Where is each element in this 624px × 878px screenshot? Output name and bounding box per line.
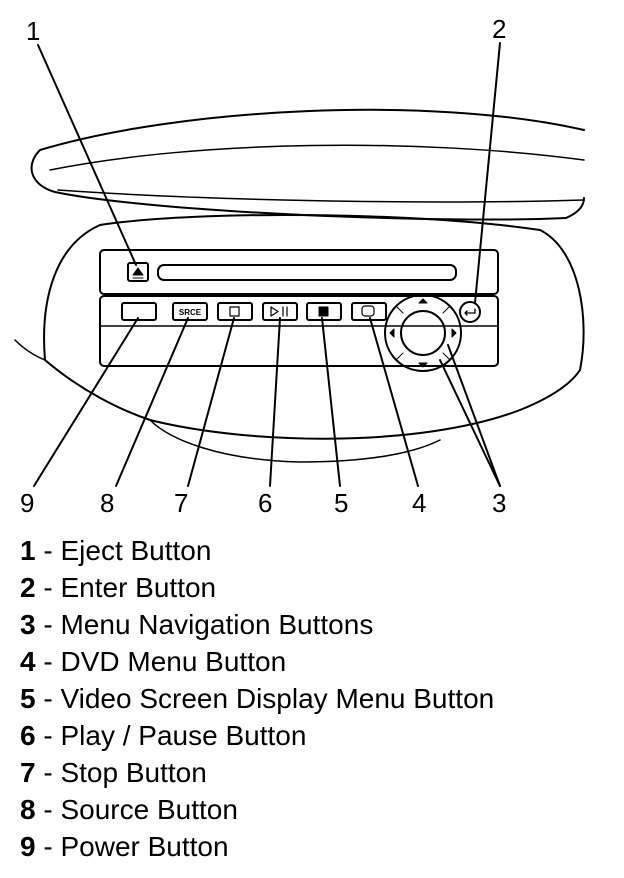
legend-number: 9 bbox=[20, 831, 36, 862]
nav-pad-center[interactable] bbox=[400, 310, 446, 356]
console-outer-shell bbox=[30, 108, 585, 221]
legend-item: 6 - Play / Pause Button bbox=[20, 717, 610, 754]
callout-3: 3 bbox=[492, 488, 506, 518]
legend-item: 7 - Stop Button bbox=[20, 754, 610, 791]
callout-9: 9 bbox=[20, 488, 34, 518]
legend-number: 1 bbox=[20, 535, 36, 566]
display-menu-icon bbox=[318, 306, 329, 317]
leader-lines bbox=[33, 42, 501, 487]
callout-2: 2 bbox=[492, 14, 506, 44]
source-button[interactable] bbox=[172, 302, 208, 321]
unit-front-lip bbox=[149, 419, 441, 463]
legend-number: 4 bbox=[20, 646, 36, 677]
legend-number: 2 bbox=[20, 572, 36, 603]
legend-number: 5 bbox=[20, 683, 36, 714]
legend-item: 3 - Menu Navigation Buttons bbox=[20, 606, 610, 643]
dvd-menu-icon bbox=[361, 305, 375, 317]
nav-pad-seam bbox=[442, 352, 450, 360]
control-panel bbox=[99, 295, 499, 367]
callout-6: 6 bbox=[258, 488, 272, 518]
legend-text: Menu Navigation Buttons bbox=[60, 609, 374, 640]
legend-separator: - bbox=[35, 831, 61, 862]
legend-separator: - bbox=[35, 757, 61, 788]
legend-separator: - bbox=[35, 794, 61, 825]
callout-1: 1 bbox=[26, 16, 40, 46]
legend-number: 8 bbox=[20, 794, 36, 825]
legend-text: Video Screen Display Menu Button bbox=[60, 683, 495, 714]
nav-pad-seam bbox=[442, 306, 450, 314]
legend-number: 3 bbox=[20, 609, 36, 640]
legend-item: 9 - Power Button bbox=[20, 828, 610, 865]
play-pause-icon bbox=[270, 306, 288, 317]
legend-text: DVD Menu Button bbox=[60, 646, 287, 677]
legend-item: 5 - Video Screen Display Menu Button bbox=[20, 680, 610, 717]
nav-pad-seam bbox=[396, 306, 404, 314]
legend-item: 8 - Source Button bbox=[20, 791, 610, 828]
nav-pad-seam bbox=[396, 352, 404, 360]
console-lower-rim bbox=[57, 189, 585, 203]
dvd-menu-button[interactable] bbox=[351, 302, 387, 321]
source-button-label: SRCE bbox=[179, 308, 202, 317]
legend-list: 1 - Eject Button 2 - Enter Button 3 - Me… bbox=[20, 532, 610, 865]
enter-button[interactable] bbox=[459, 301, 481, 323]
legend-text: Eject Button bbox=[60, 535, 212, 566]
legend-separator: - bbox=[35, 720, 61, 751]
stop-icon bbox=[229, 306, 240, 317]
legend-text: Source Button bbox=[60, 794, 238, 825]
disc-slot bbox=[157, 264, 457, 281]
nav-left-icon[interactable] bbox=[389, 328, 395, 338]
legend-separator: - bbox=[35, 535, 61, 566]
legend-text: Stop Button bbox=[60, 757, 207, 788]
legend-item: 2 - Enter Button bbox=[20, 569, 610, 606]
upper-panel bbox=[99, 249, 499, 295]
enter-icon bbox=[464, 308, 476, 316]
dvd-console-diagram: SRCE 1 2 9 8 7 6 5 4 3 bbox=[14, 14, 585, 518]
nav-right-icon[interactable] bbox=[451, 328, 457, 338]
legend-separator: - bbox=[35, 683, 61, 714]
unit-bezel-bottom bbox=[44, 359, 581, 440]
legend-separator: - bbox=[35, 646, 61, 677]
eject-icon bbox=[132, 267, 144, 279]
legend-text: Enter Button bbox=[60, 572, 217, 603]
legend-item: 1 - Eject Button bbox=[20, 532, 610, 569]
power-button[interactable] bbox=[121, 302, 157, 321]
legend-number: 7 bbox=[20, 757, 36, 788]
callout-5: 5 bbox=[334, 488, 348, 518]
legend-text: Power Button bbox=[60, 831, 229, 862]
legend-number: 6 bbox=[20, 720, 36, 751]
nav-pad-ring[interactable] bbox=[384, 294, 462, 372]
callout-8: 8 bbox=[100, 488, 114, 518]
legend-separator: - bbox=[35, 572, 61, 603]
callout-4: 4 bbox=[412, 488, 426, 518]
nav-down-icon[interactable] bbox=[418, 362, 428, 368]
eject-button[interactable] bbox=[127, 262, 149, 282]
stop-button[interactable] bbox=[217, 302, 253, 321]
console-inner-rim bbox=[49, 144, 585, 171]
legend-item: 4 - DVD Menu Button bbox=[20, 643, 610, 680]
unit-bezel-left-edge bbox=[14, 339, 46, 361]
display-menu-button[interactable] bbox=[306, 302, 342, 321]
callout-7: 7 bbox=[174, 488, 188, 518]
unit-bezel-outer bbox=[43, 213, 585, 371]
legend-separator: - bbox=[35, 609, 61, 640]
nav-up-icon[interactable] bbox=[418, 298, 428, 304]
legend-text: Play / Pause Button bbox=[60, 720, 307, 751]
